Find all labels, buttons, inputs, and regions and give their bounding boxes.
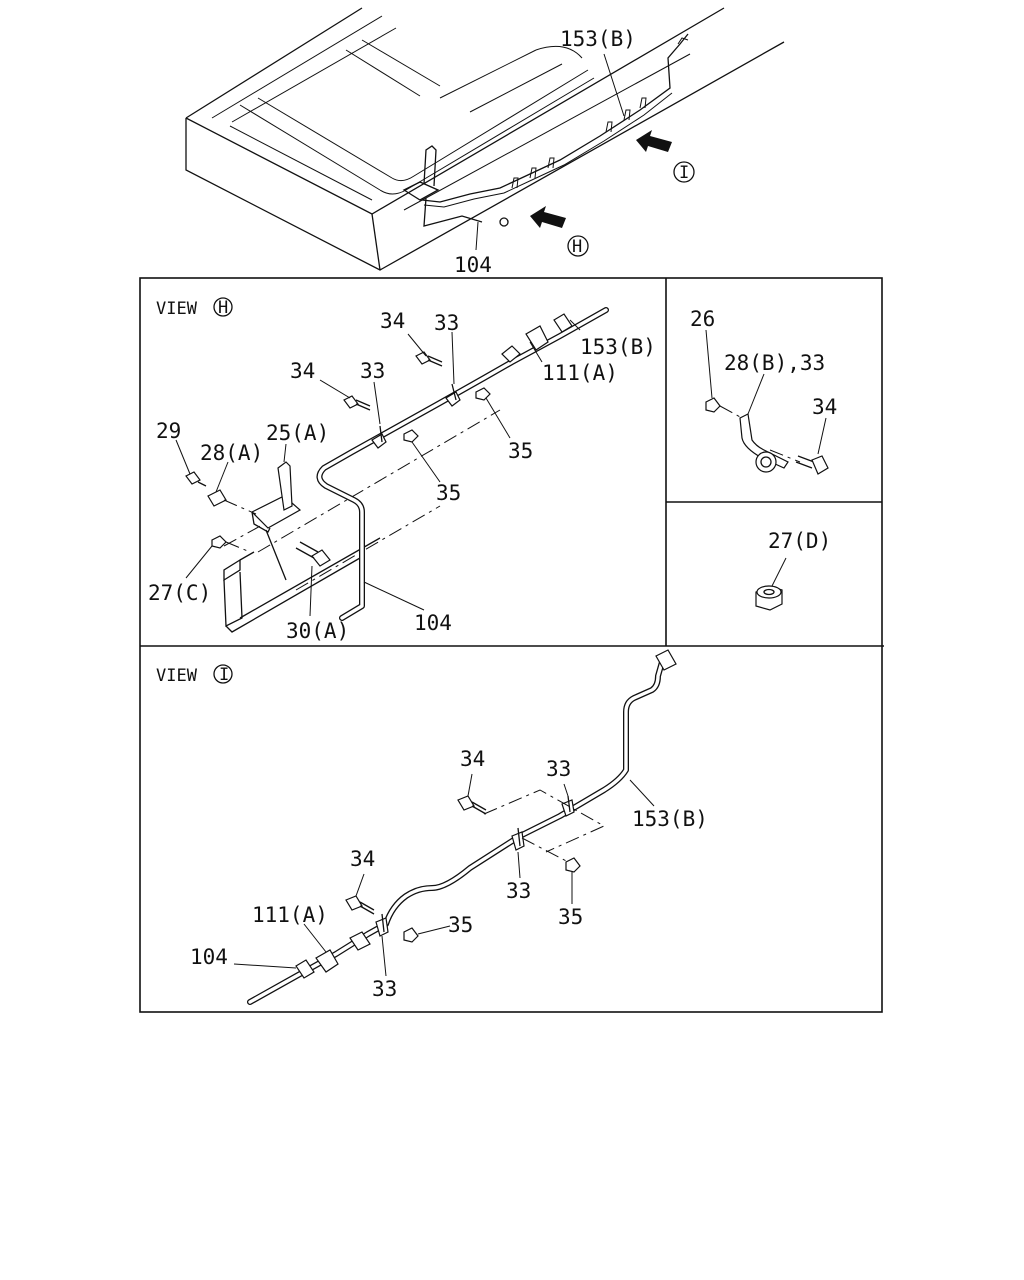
view-i-title: VIEW [156, 666, 198, 686]
view-i-label-34: 34 [350, 847, 375, 871]
view-h-label-27c: 27(C) [148, 581, 211, 605]
view-i-fitting-111a [295, 931, 371, 979]
view-i-label-35: 35 [448, 913, 473, 937]
overview-label-104: 104 [454, 253, 492, 277]
view-h-bolt-34-a [343, 395, 371, 411]
view-i-label-33-bottom: 33 [372, 977, 397, 1001]
detail-clip-label-34: 34 [812, 395, 837, 419]
overview-arrow-i-letter: I [679, 163, 689, 183]
view-h-label-111a: 111(A) [542, 361, 618, 385]
view-i-label-111a: 111(A) [252, 903, 328, 927]
view-h-fitting-111a [501, 313, 573, 363]
view-i-label-33-top: 33 [546, 757, 571, 781]
view-i-label-35-right: 35 [558, 905, 583, 929]
view-h-label-34-top: 34 [380, 309, 405, 333]
view-i-label-33: 33 [506, 879, 531, 903]
view-h-label-30a: 30(A) [286, 619, 349, 643]
overview-label-153b: 153(B) [560, 27, 636, 51]
view-h-label-29: 29 [156, 419, 181, 443]
view-h-label-25a: 25(A) [266, 421, 329, 445]
view-h-bolt-34-b [415, 351, 443, 367]
detail-nut-illustration [755, 585, 783, 611]
view-h-frame-member [223, 409, 501, 633]
view-h-label-34: 34 [290, 359, 315, 383]
view-i-clip-b [511, 827, 525, 851]
view-h-nut-35-b [475, 387, 491, 401]
view-i-label-34-top: 34 [460, 747, 485, 771]
view-i-pipe [247, 649, 677, 1005]
view-h-bolt-30a [295, 541, 331, 567]
view-h-label-35-right: 35 [508, 439, 533, 463]
overview-pipe [402, 33, 689, 227]
view-i-nut-35 [403, 927, 419, 943]
view-h-title-marker-icon [213, 297, 233, 317]
view-h-nut-27c [211, 535, 227, 549]
view-i-bolt-34-b [345, 895, 375, 915]
view-h-marker-icon [567, 235, 589, 257]
view-h-pipe [316, 307, 609, 621]
view-i-label-104: 104 [190, 945, 228, 969]
overview-frame-illustration [185, 7, 785, 271]
view-h-leaders [175, 319, 581, 617]
view-h-label-153b: 153(B) [580, 335, 656, 359]
view-h-bolt-29 [185, 471, 201, 485]
view-h-label-33: 33 [360, 359, 385, 383]
arrow-view-i-icon [636, 130, 672, 152]
view-h-label-33-top: 33 [434, 311, 459, 335]
view-h-bracket-25a [250, 461, 302, 581]
view-h-clip-a [371, 425, 387, 449]
view-i-title-letter: I [219, 665, 229, 685]
view-i-leaders [233, 773, 655, 977]
view-i-nut-35-right [565, 857, 581, 873]
detail-clip-illustration [705, 397, 829, 475]
overview-arrow-h-letter: H [572, 237, 582, 257]
view-i-marker-icon [673, 161, 695, 183]
view-i-clip-c [375, 913, 389, 937]
view-h-label-104: 104 [414, 611, 452, 635]
view-h-label-28a: 28(A) [200, 441, 263, 465]
detail-clip-label-28b-33: 28(B),33 [724, 351, 825, 375]
view-i-bolt-34-a [457, 795, 487, 815]
view-i-title-marker-icon [213, 664, 233, 684]
view-h-title: VIEW [156, 299, 198, 319]
detail-clip-label-26: 26 [690, 307, 715, 331]
view-h-nut-35-a [403, 429, 419, 443]
arrow-view-h-icon [530, 206, 566, 228]
view-h-title-letter: H [218, 298, 228, 318]
detail-nut-label-27d: 27(D) [768, 529, 831, 553]
view-h-clamp-28a [207, 489, 227, 507]
view-i-label-153b: 153(B) [632, 807, 708, 831]
view-h-label-35: 35 [436, 481, 461, 505]
views-frame [139, 277, 883, 1013]
view-h-clip-b [445, 383, 461, 407]
